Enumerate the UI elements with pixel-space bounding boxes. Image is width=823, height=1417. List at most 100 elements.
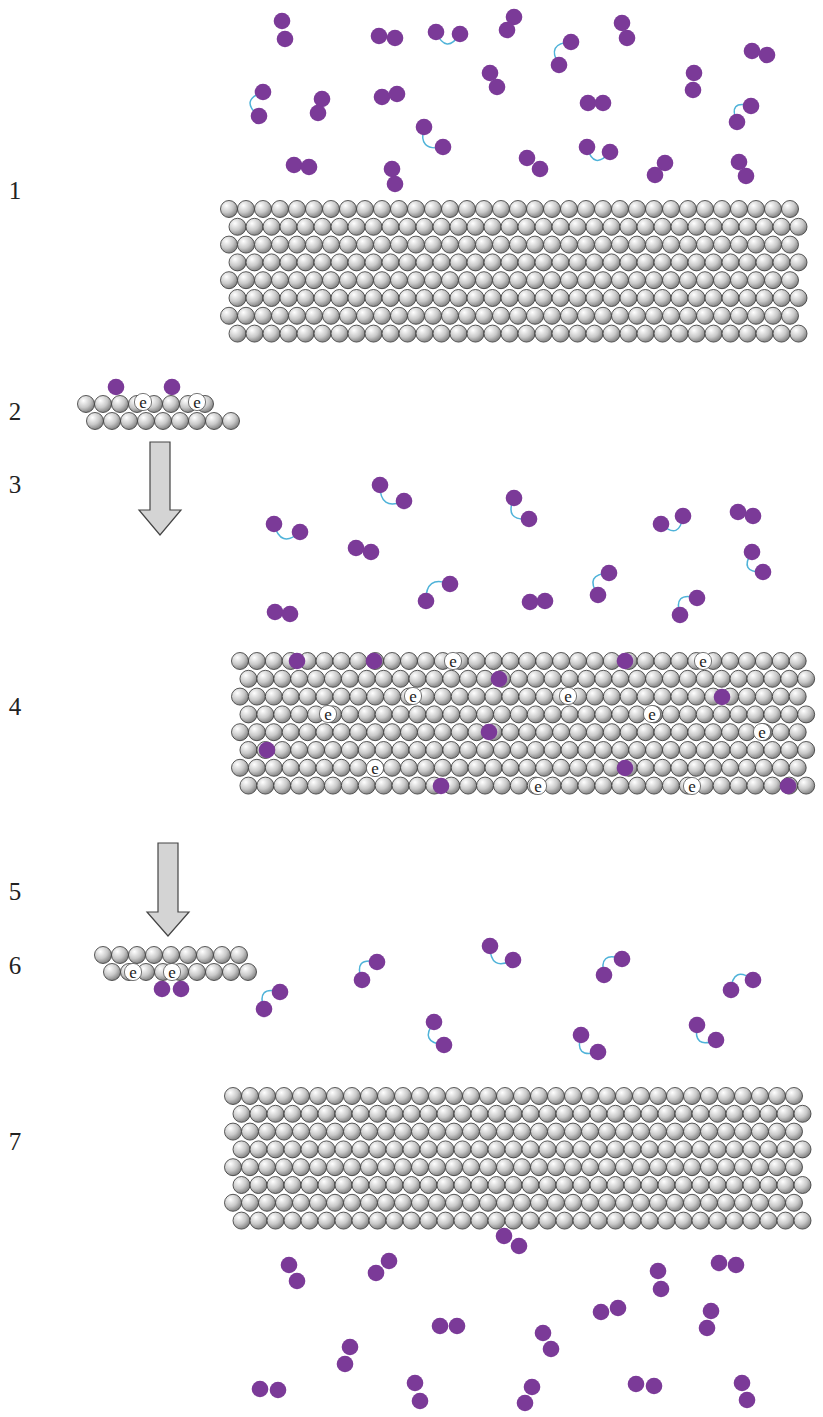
metal-atom bbox=[502, 688, 519, 705]
metal-atom bbox=[502, 724, 519, 741]
metal-atom bbox=[798, 706, 815, 723]
metal-atom bbox=[378, 1123, 395, 1140]
metal-atom bbox=[391, 236, 408, 253]
lattice-vacancy bbox=[559, 687, 576, 704]
metal-atom bbox=[527, 201, 544, 218]
metal-atom bbox=[535, 325, 552, 342]
metal-atom bbox=[454, 1177, 471, 1194]
metal-atom bbox=[794, 1177, 811, 1194]
metal-atom bbox=[392, 706, 409, 723]
metal-atom bbox=[250, 1141, 267, 1158]
hydrogen-atom bbox=[418, 593, 435, 610]
metal-atom bbox=[476, 201, 493, 218]
metal-atom bbox=[463, 1159, 480, 1176]
metal-atom bbox=[641, 1212, 658, 1229]
metal-atom bbox=[323, 201, 340, 218]
lattice-vacancy bbox=[444, 652, 461, 669]
metal-atom bbox=[765, 236, 782, 253]
metal-atom bbox=[240, 964, 257, 981]
metal-atom bbox=[777, 1212, 794, 1229]
hydrogen-atom bbox=[745, 508, 762, 525]
metal-atom bbox=[480, 1194, 497, 1211]
metal-atom bbox=[752, 1194, 769, 1211]
electron-label: e bbox=[139, 394, 147, 411]
metal-atom bbox=[401, 759, 418, 776]
metal-atom bbox=[276, 1159, 293, 1176]
metal-atom bbox=[409, 742, 426, 759]
metal-atom bbox=[713, 777, 730, 794]
metal-atom bbox=[310, 1194, 327, 1211]
metal-atom bbox=[238, 307, 255, 324]
metal-atom bbox=[408, 272, 425, 289]
hydrogen-atom bbox=[482, 938, 499, 955]
hydrogen-atom bbox=[646, 1378, 663, 1395]
metal-atom bbox=[344, 1194, 361, 1211]
metal-atom bbox=[510, 706, 527, 723]
metal-atom bbox=[624, 1177, 641, 1194]
metal-atom bbox=[713, 742, 730, 759]
metal-atom bbox=[467, 218, 484, 235]
metal-atom bbox=[112, 947, 129, 964]
metal-atom bbox=[633, 1194, 650, 1211]
metal-atom bbox=[697, 201, 714, 218]
metal-atom bbox=[782, 272, 799, 289]
metal-atom bbox=[510, 742, 527, 759]
metal-atom bbox=[722, 653, 739, 670]
metal-atom bbox=[306, 236, 323, 253]
metal-atom bbox=[510, 272, 527, 289]
hydrogen-atom bbox=[537, 593, 554, 610]
metal-atom bbox=[595, 670, 612, 687]
hydrogen-atom bbox=[301, 159, 318, 176]
metal-atom bbox=[391, 307, 408, 324]
metal-atom bbox=[739, 688, 756, 705]
metal-atom bbox=[357, 272, 374, 289]
metal-atom bbox=[378, 1159, 395, 1176]
metal-atom bbox=[403, 1141, 420, 1158]
metal-atom bbox=[646, 201, 663, 218]
hydrogen-atom bbox=[442, 576, 459, 593]
metal-atom bbox=[535, 254, 552, 271]
hydrogen-atom bbox=[519, 150, 536, 167]
hydrogen-atom bbox=[689, 1017, 706, 1034]
metal-atom bbox=[374, 236, 391, 253]
metal-atom bbox=[765, 201, 782, 218]
metal-atom bbox=[476, 236, 493, 253]
metal-atom bbox=[650, 1159, 667, 1176]
metal-atom bbox=[442, 307, 459, 324]
metal-atom bbox=[548, 1088, 565, 1105]
metal-atom bbox=[743, 1105, 760, 1122]
hydrogen-atom bbox=[369, 954, 386, 971]
metal-atom bbox=[607, 1105, 624, 1122]
metal-atom bbox=[756, 325, 773, 342]
metal-atom bbox=[663, 236, 680, 253]
metal-atom bbox=[357, 236, 374, 253]
metal-atom bbox=[497, 1088, 514, 1105]
metal-atom bbox=[250, 1212, 267, 1229]
hydrogen-atom bbox=[387, 30, 404, 47]
metal-atom bbox=[612, 706, 629, 723]
metal-atom bbox=[675, 1141, 692, 1158]
metal-atom bbox=[446, 1194, 463, 1211]
metal-atom bbox=[459, 272, 476, 289]
metal-atom bbox=[760, 1105, 777, 1122]
electron-label: e bbox=[758, 724, 766, 741]
hydrogen-atom bbox=[650, 1263, 667, 1280]
metal-atom bbox=[544, 307, 561, 324]
hydrogen-atom bbox=[436, 1037, 453, 1054]
metal-atom bbox=[553, 759, 570, 776]
metal-atom bbox=[450, 254, 467, 271]
metal-atom bbox=[790, 218, 807, 235]
metal-atom bbox=[335, 1141, 352, 1158]
metal-atom bbox=[284, 1105, 301, 1122]
metal-atom bbox=[429, 1159, 446, 1176]
hydrogen-atom bbox=[433, 778, 450, 795]
metal-atom bbox=[392, 742, 409, 759]
metal-atom bbox=[316, 688, 333, 705]
metal-atom bbox=[646, 236, 663, 253]
metal-atom bbox=[773, 218, 790, 235]
metal-atom bbox=[514, 1123, 531, 1140]
metal-atom bbox=[248, 724, 265, 741]
hydrogen-atom bbox=[511, 1238, 528, 1255]
metal-atom bbox=[772, 759, 789, 776]
hydrogen-atom bbox=[617, 653, 634, 670]
